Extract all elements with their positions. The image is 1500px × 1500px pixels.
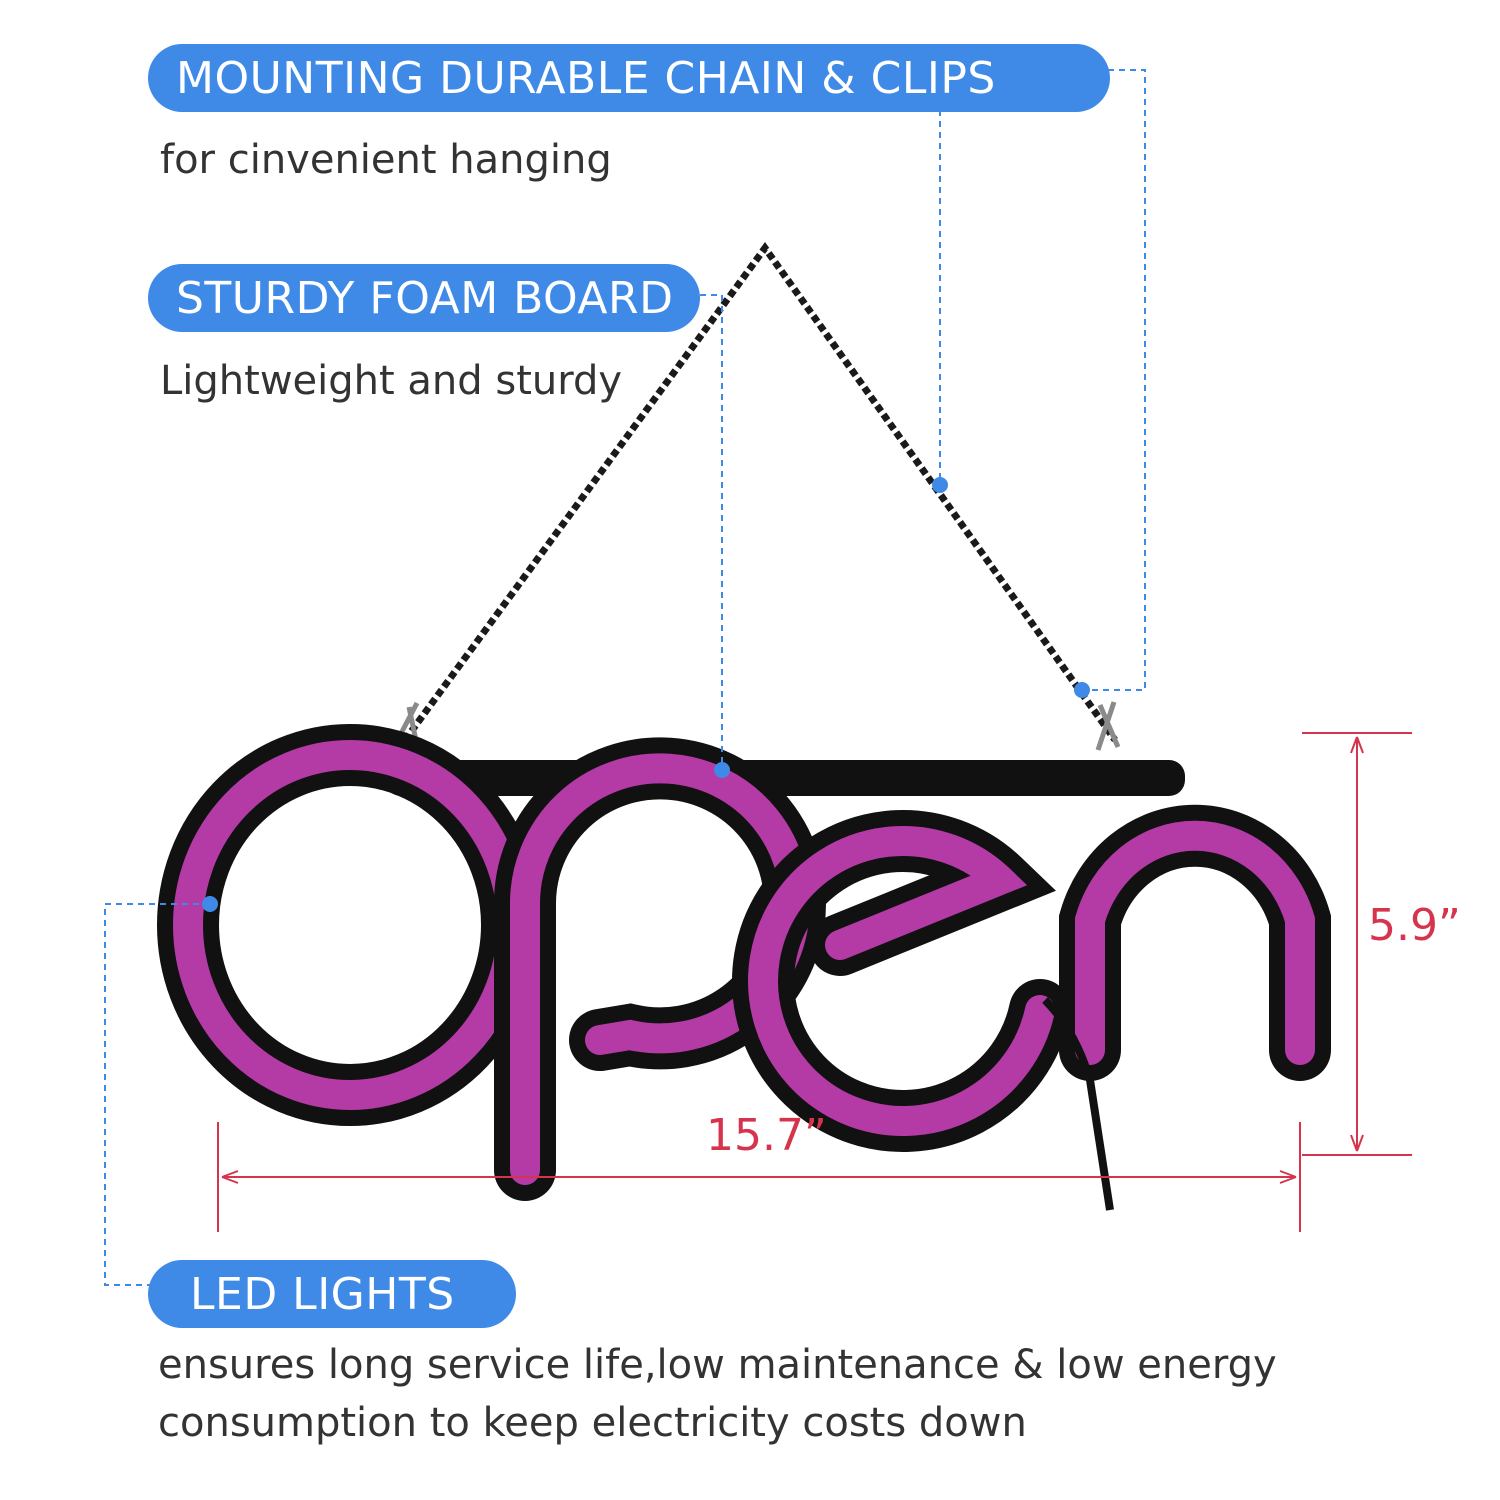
led-feature-description-line1: ensures long service life,low maintenanc… (158, 1342, 1277, 1388)
height-dimension-label: 5.9” (1368, 900, 1461, 951)
foam-board-bar (385, 760, 1185, 796)
led-feature-description-line2: consumption to keep electricity costs do… (158, 1400, 1027, 1446)
led-feature-badge: LED LIGHTS (148, 1260, 516, 1328)
width-dimension-label: 15.7” (706, 1110, 827, 1161)
chain-feature-description: for cinvenient hanging (160, 137, 612, 183)
dimension-lines (217, 732, 1412, 1232)
hanging-chain (402, 242, 1118, 743)
letter-n-neon (1075, 820, 1315, 1065)
chain-marker-dot (932, 477, 948, 493)
foam-board-feature-badge: STURDY FOAM BOARD (148, 264, 700, 332)
power-cable (1042, 997, 1114, 1211)
led-feature-title: LED LIGHTS (190, 1268, 455, 1320)
board-marker-dot (714, 762, 730, 778)
chain-feature-title: MOUNTING DURABLE CHAIN & CLIPS (176, 52, 996, 104)
leader-lines (104, 69, 1146, 1286)
foam-board-feature-description: Lightweight and sturdy (160, 358, 623, 404)
foam-board-feature-title: STURDY FOAM BOARD (176, 272, 674, 324)
right-clip (1095, 701, 1121, 751)
letter-p-neon (509, 753, 810, 1185)
led-marker-dot (202, 896, 218, 912)
letter-o-neon (173, 740, 527, 1110)
clip-marker-dot (1074, 682, 1090, 698)
letter-e-neon (748, 825, 1055, 1136)
chain-feature-badge: MOUNTING DURABLE CHAIN & CLIPS (148, 44, 1110, 112)
